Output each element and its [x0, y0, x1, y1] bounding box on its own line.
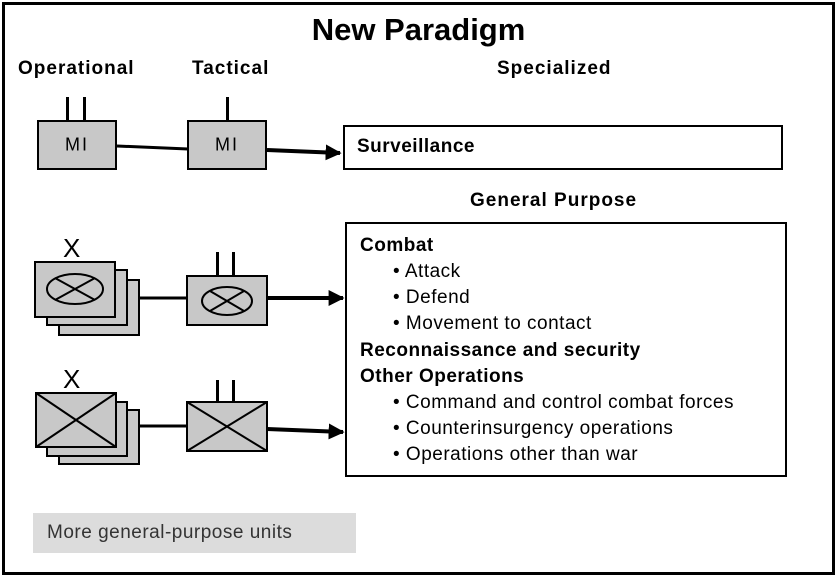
list-item-attack: • Attack [393, 261, 461, 282]
operational-infantry-stack [35, 392, 140, 465]
echelon-tick [66, 97, 69, 120]
operational-armor-stack [34, 261, 140, 336]
list-item-counterinsurgency: • Counterinsurgency operations [393, 418, 674, 439]
header-general-purpose: General Purpose [470, 190, 638, 211]
armor-oval-icon [46, 273, 104, 305]
echelon-tick [232, 252, 235, 276]
tactical-infantry-unit [186, 401, 268, 452]
infantry-arrow [266, 423, 345, 440]
tactical-mi-unit: MI [187, 120, 267, 170]
list-item-command: • Command and control combat forces [393, 392, 734, 413]
recon-heading: Reconnaissance and security [360, 340, 641, 361]
surveillance-label: Surveillance [357, 136, 475, 157]
surveillance-box: Surveillance [343, 125, 783, 170]
armor-oval-icon [201, 286, 253, 316]
page-title: New Paradigm [311, 12, 526, 47]
echelon-tick [226, 97, 229, 120]
general-purpose-note: More general-purpose units [33, 513, 356, 553]
list-item-oow: • Operations other than war [393, 444, 639, 465]
list-item-defend: • Defend [393, 287, 471, 308]
echelon-tick [216, 252, 219, 276]
echelon-tick [232, 380, 235, 402]
mi-connector-line [116, 144, 189, 151]
header-specialized: Specialized [497, 58, 612, 79]
header-operational: Operational [18, 58, 135, 79]
other-operations-heading: Other Operations [360, 366, 525, 387]
unit-label: MI [215, 134, 239, 155]
tactical-armor-unit [186, 275, 268, 326]
note-text: More general-purpose units [47, 522, 293, 543]
mi-arrow [266, 144, 342, 161]
echelon-x-marker: X [63, 233, 81, 263]
echelon-tick [83, 97, 86, 120]
echelon-x-marker: X [63, 364, 81, 394]
operational-mi-unit: MI [37, 120, 117, 170]
combat-heading: Combat [360, 235, 434, 256]
header-tactical: Tactical [192, 58, 270, 79]
general-purpose-box: Combat • Attack • Defend • Movement to c… [345, 222, 787, 477]
echelon-tick [216, 380, 219, 402]
list-item-movement: • Movement to contact [393, 313, 592, 334]
unit-label: MI [65, 134, 89, 155]
